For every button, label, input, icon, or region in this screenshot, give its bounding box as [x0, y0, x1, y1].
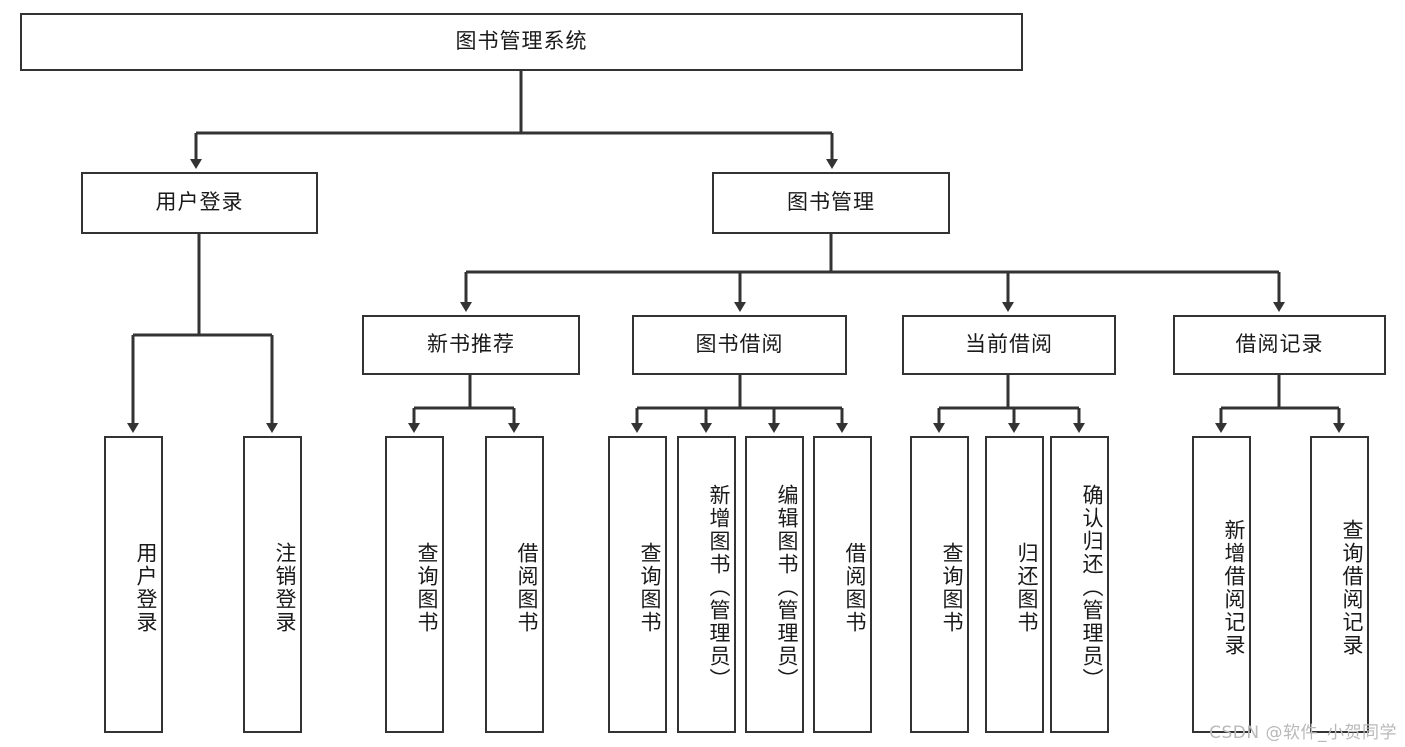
leaf-query-record[interactable]: 查询借阅记录 [1310, 436, 1369, 733]
node-borrow-record-label: 借阅记录 [1235, 332, 1324, 357]
leaf-query-book-2[interactable]: 查询图书 [608, 436, 667, 733]
leaf-confirm-return[interactable]: 确认归还（管理员） [1050, 436, 1109, 733]
edge-root-to-level1 [190, 71, 838, 169]
leaf-edit-book[interactable]: 编辑图书（管理员） [745, 436, 804, 733]
node-new-book-rec-label: 新书推荐 [427, 332, 515, 357]
node-book-borrow-label: 图书借阅 [695, 332, 784, 357]
leaf-return-book-label: 归还图书 [1015, 541, 1039, 634]
leaf-borrow-book-2-label: 借阅图书 [843, 541, 867, 634]
edge-borrowrecord-to-leaves [1215, 375, 1345, 433]
leaf-add-record[interactable]: 新增借阅记录 [1192, 436, 1251, 733]
edge-newbookrec-to-leaves [408, 375, 520, 433]
leaf-confirm-return-label: 确认归还（管理员） [1080, 484, 1104, 691]
edge-bookborrow-to-leaves [631, 375, 848, 433]
leaf-borrow-book-1-label: 借阅图书 [515, 541, 539, 634]
leaf-query-book-1-label: 查询图书 [415, 541, 439, 634]
leaf-borrow-book-1[interactable]: 借阅图书 [485, 436, 544, 733]
node-root[interactable]: 图书管理系统 [20, 13, 1023, 71]
node-user-login-label: 用户登录 [155, 190, 244, 215]
node-book-manage[interactable]: 图书管理 [712, 172, 950, 234]
leaf-query-book-1[interactable]: 查询图书 [385, 436, 444, 733]
node-book-borrow[interactable]: 图书借阅 [632, 315, 847, 375]
leaf-edit-book-label: 编辑图书（管理员） [775, 484, 799, 691]
leaf-borrow-book-2[interactable]: 借阅图书 [813, 436, 872, 733]
csdn-watermark: CSDN @软件_小贺同学 [1209, 723, 1397, 743]
node-borrow-record[interactable]: 借阅记录 [1173, 315, 1386, 375]
node-user-login[interactable]: 用户登录 [81, 172, 318, 234]
leaf-logout-label: 注销登录 [273, 541, 297, 634]
leaf-logout[interactable]: 注销登录 [243, 436, 302, 733]
edge-currentborrow-to-leaves [933, 375, 1085, 433]
node-current-borrow-label: 当前借阅 [965, 332, 1053, 357]
leaf-query-book-3[interactable]: 查询图书 [910, 436, 969, 733]
leaf-user-login-label: 用户登录 [134, 541, 158, 634]
node-current-borrow[interactable]: 当前借阅 [902, 315, 1116, 375]
node-new-book-rec[interactable]: 新书推荐 [362, 315, 580, 375]
edge-bookmanage-to-level2 [460, 234, 1285, 312]
leaf-return-book[interactable]: 归还图书 [985, 436, 1044, 733]
node-root-label: 图书管理系统 [455, 29, 588, 54]
leaf-query-record-label: 查询借阅记录 [1340, 518, 1364, 657]
leaf-add-book-label: 新增图书（管理员） [707, 484, 731, 691]
leaf-add-book[interactable]: 新增图书（管理员） [677, 436, 736, 733]
leaf-query-book-3-label: 查询图书 [940, 541, 964, 634]
leaf-user-login[interactable]: 用户登录 [104, 436, 163, 733]
node-book-manage-label: 图书管理 [787, 190, 875, 215]
leaf-query-book-2-label: 查询图书 [638, 541, 662, 634]
leaf-add-record-label: 新增借阅记录 [1222, 518, 1246, 657]
edge-userlogin-to-leaves [127, 234, 278, 433]
